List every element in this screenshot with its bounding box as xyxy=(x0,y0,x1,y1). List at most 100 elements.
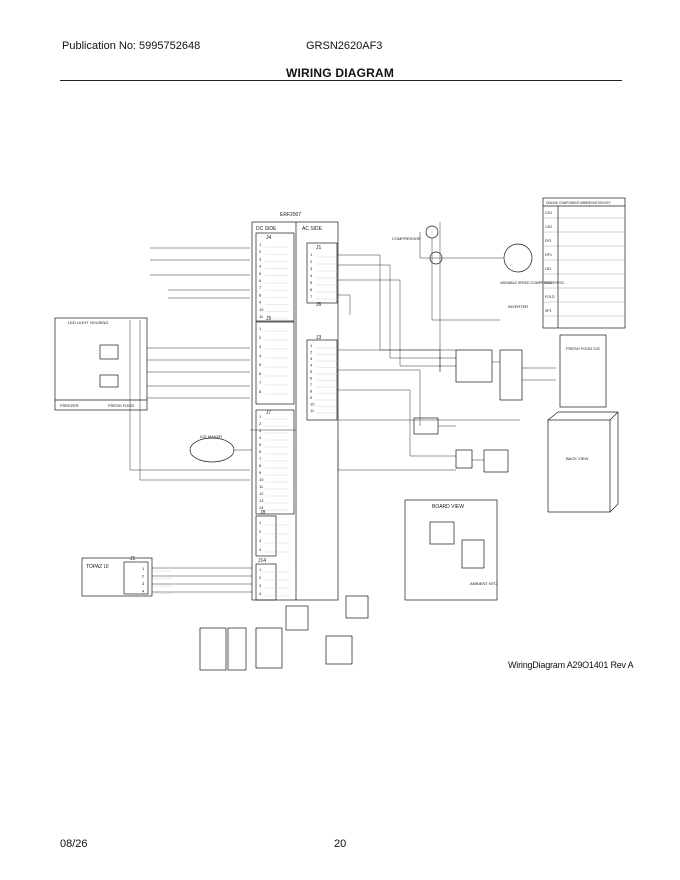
j5-pin: 8 xyxy=(259,389,262,394)
j4-connector xyxy=(255,232,295,322)
j7-pin: 8 xyxy=(259,463,262,468)
j7-pin: 5 xyxy=(259,442,262,447)
vsc-label: VARIABLE SPEED COMPRESSOR/VSC xyxy=(500,281,565,285)
board-name: ERF2007 xyxy=(280,212,301,218)
j3-pin: 9 xyxy=(310,395,313,400)
j3-pin: 1 xyxy=(310,343,313,348)
freezer-label: FREEZER xyxy=(60,403,79,408)
legend-code: DP1 xyxy=(545,253,552,257)
board-view xyxy=(404,499,498,601)
j7-pin: 10 xyxy=(259,477,264,482)
j14-pin: 1 xyxy=(259,567,262,572)
j4-pin: 9 xyxy=(259,300,262,305)
j4-pin: 5 xyxy=(259,271,262,276)
j5-connector xyxy=(255,321,295,405)
board-view-label: BOARD VIEW xyxy=(432,504,464,510)
legend-code: DF1 xyxy=(545,239,552,243)
j5-pin: 1 xyxy=(259,326,262,331)
led-housing-label: LED LIGHT HOUSING xyxy=(68,320,108,325)
connector-glyph xyxy=(199,627,227,671)
ui-pin: 2 xyxy=(142,574,145,579)
j3-pin: 11 xyxy=(310,408,315,413)
j3-pin: 8 xyxy=(310,389,313,394)
legend-title: ONLINE COMPONENT ABBREVIATION KEY xyxy=(546,201,612,205)
back-view-box xyxy=(547,419,611,513)
j14-pin: 4 xyxy=(259,591,262,596)
ice-maker-symbol xyxy=(189,437,235,463)
j7-pin: 6 xyxy=(259,449,262,454)
j8-pin: 3 xyxy=(259,538,262,543)
j5-pin: 4 xyxy=(259,353,262,358)
j6-label: J6 xyxy=(316,302,322,308)
j3-pin: 6 xyxy=(310,376,313,381)
ui-pin: 3 xyxy=(142,581,145,586)
dc-side-label: DC SIDE xyxy=(256,226,277,232)
j4-pin: 8 xyxy=(259,292,262,297)
j1-pin: 5 xyxy=(310,280,313,285)
j3-pin: 4 xyxy=(310,363,313,368)
j4-pin: 2 xyxy=(259,249,262,254)
j3-label: J3 xyxy=(316,335,322,341)
j5-pin: 5 xyxy=(259,362,262,367)
j7-connector xyxy=(255,409,295,515)
j5-pin: 3 xyxy=(259,344,262,349)
j3-pin: 10 xyxy=(310,402,315,407)
j7-pin: 4 xyxy=(259,435,262,440)
footer-date: 08/26 xyxy=(60,838,88,850)
j4-pin: 4 xyxy=(259,264,262,269)
legend-code: HV1 xyxy=(545,281,552,285)
j1-pin: 3 xyxy=(310,266,313,271)
j7-label: J7 xyxy=(266,410,272,416)
j1-pin: 1 xyxy=(310,252,313,257)
ambient-label: AMBIENT NTC xyxy=(470,581,497,586)
j1-connector xyxy=(306,242,338,304)
j1-pin: 2 xyxy=(310,259,313,264)
j8-pin: 1 xyxy=(259,520,262,525)
j8-pin: 4 xyxy=(259,547,262,552)
j7-pin: 9 xyxy=(259,470,262,475)
j7-pin: 12 xyxy=(259,491,264,496)
j4-pin: 7 xyxy=(259,285,262,290)
legend-code: FOLD xyxy=(545,295,555,299)
led-light-housing xyxy=(54,317,148,411)
ac-side-label: AC SIDE xyxy=(302,226,323,232)
j14-label: J14 xyxy=(258,558,266,564)
legend-code: CD1 xyxy=(545,211,552,215)
j4-pin: 6 xyxy=(259,278,262,283)
diagram-caption: WiringDiagram A29O1401 Rev A xyxy=(508,660,634,670)
inverter-label: INVERTER xyxy=(508,304,528,309)
j4-pin: 3 xyxy=(259,256,262,261)
j7-pin: 7 xyxy=(259,456,262,461)
fresh-food-label: FRESH FOOD xyxy=(108,403,134,408)
j14-pin: 2 xyxy=(259,575,262,580)
ice-maker-label: ICE MAKER xyxy=(200,434,222,439)
ui-j1-label: J1 xyxy=(130,556,136,562)
j8-label: J8 xyxy=(260,510,266,516)
j3-pin: 7 xyxy=(310,382,313,387)
fresh-food-ice-label: FRESH FOOD ICE xyxy=(566,346,600,351)
j7-pin: 3 xyxy=(259,428,262,433)
fresh-food-ice-box xyxy=(559,334,607,408)
j1-pin: 4 xyxy=(310,273,313,278)
back-view-label: BACK VIEW xyxy=(566,456,588,461)
j5-pin: 2 xyxy=(259,335,262,340)
publication-number: Publication No: 5995752648 xyxy=(62,40,201,52)
page-number: 20 xyxy=(334,838,347,850)
j4-pin: 1 xyxy=(259,242,262,247)
j1-label: J1 xyxy=(316,245,322,251)
j14-connector xyxy=(255,563,277,601)
legend-code: CD2 xyxy=(545,225,552,229)
compressor-label: COMPRESSOR xyxy=(392,236,421,241)
model-number: GRSN2620AF3 xyxy=(306,40,383,52)
j7-pin: 13 xyxy=(259,498,264,503)
j7-pin: 2 xyxy=(259,421,262,426)
j1-pin: 6 xyxy=(310,287,313,292)
j8-connector xyxy=(255,515,277,557)
j5-pin: 6 xyxy=(259,371,262,376)
control-board xyxy=(251,221,339,601)
j7-pin: 14 xyxy=(259,505,264,510)
j5-pin: 7 xyxy=(259,380,262,385)
header-rule xyxy=(60,80,622,81)
compressor-symbol xyxy=(503,243,533,273)
ui-pin: 1 xyxy=(142,566,145,571)
